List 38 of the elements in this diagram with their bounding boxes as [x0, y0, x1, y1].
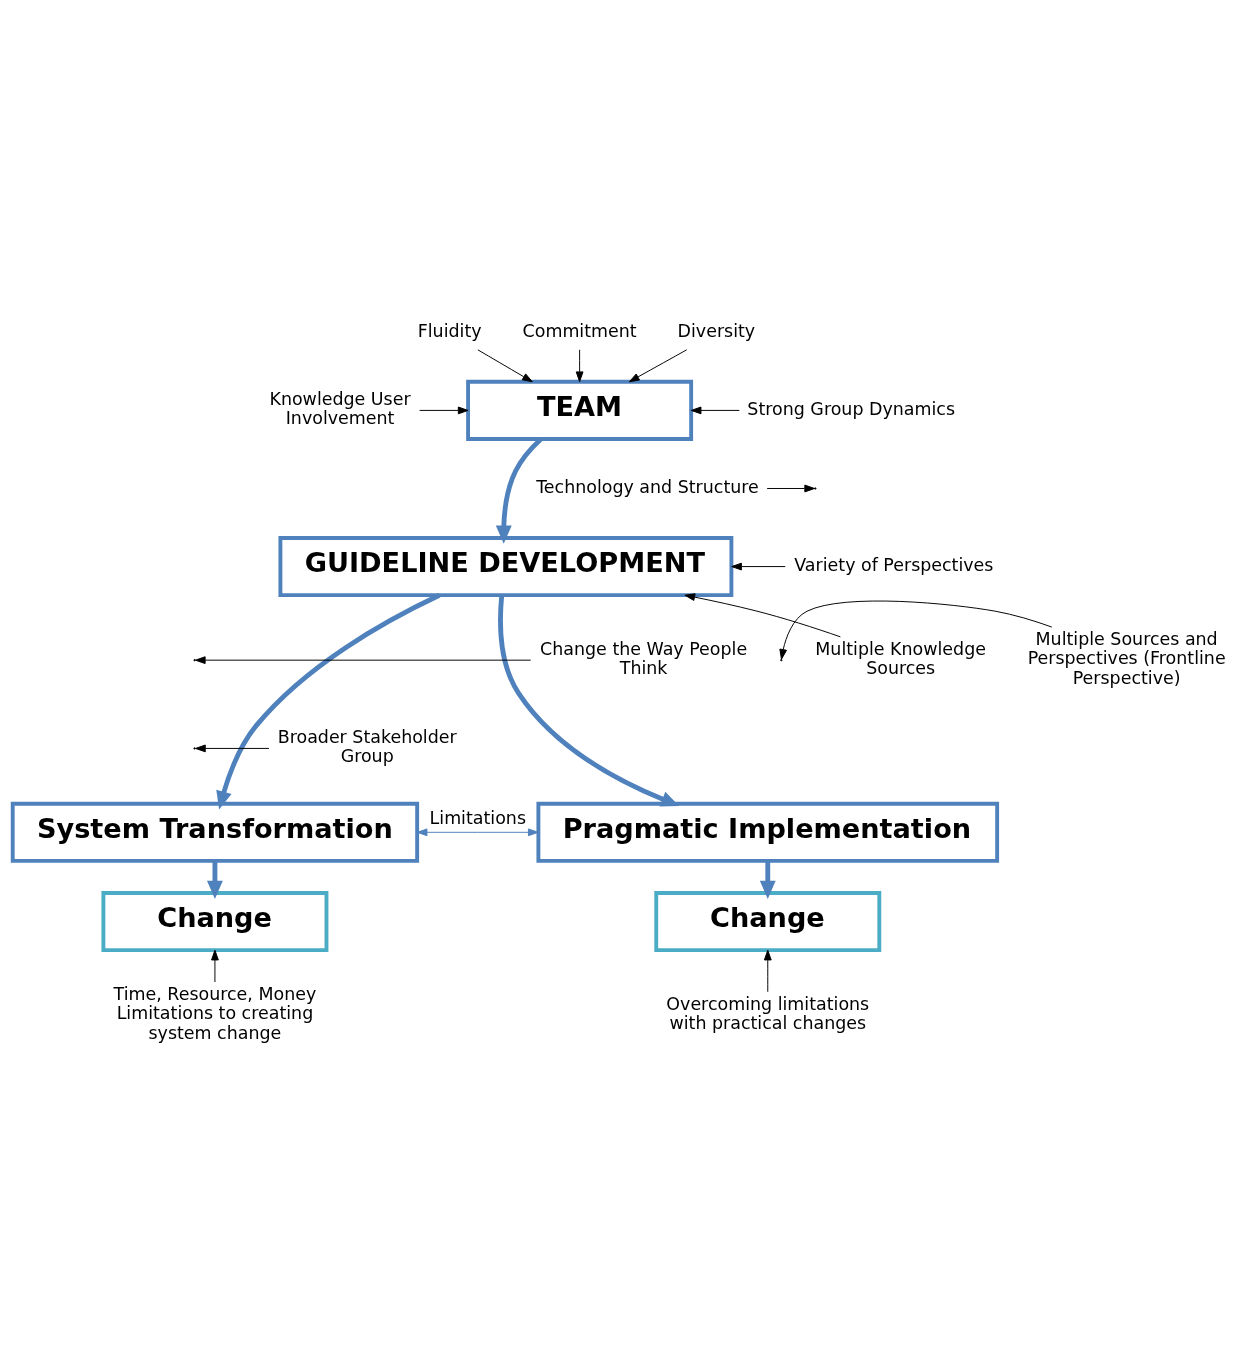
- node-box: System Transformation: [10, 801, 420, 863]
- edge-label: Limitations: [429, 807, 526, 828]
- arrow: [766, 484, 816, 493]
- node-text: Variety of Perspectives: [794, 554, 994, 575]
- arrow: [628, 349, 688, 383]
- node-box: TEAM: [466, 379, 694, 441]
- node-text: Fluidity: [417, 320, 482, 341]
- node-text: Multiple Sources and Perspectives (Frontline Perspective): [1027, 629, 1226, 688]
- arrow: [216, 593, 441, 810]
- node-box: Pragmatic Implementation: [536, 801, 1000, 863]
- arrow: [731, 562, 786, 571]
- arrow: [195, 744, 270, 753]
- arrow: [684, 593, 841, 638]
- node-box: Change: [654, 891, 882, 953]
- node-text: Diversity: [677, 320, 756, 341]
- arrow: [477, 349, 533, 383]
- arrow: [779, 600, 1053, 660]
- node-text: Technology and Structure: [536, 476, 759, 497]
- node-text: Strong Group Dynamics: [747, 398, 955, 419]
- arrow: [575, 349, 584, 383]
- node-box: GUIDELINE DEVELOPMENT: [278, 536, 734, 598]
- node-text: Knowledge User Involvement: [269, 388, 411, 429]
- node-box: Change: [101, 891, 329, 953]
- arrow: [211, 949, 219, 983]
- node-text: Multiple Knowledge Sources: [815, 638, 986, 679]
- node-text: Commitment: [522, 320, 637, 341]
- arrow: [416, 828, 539, 837]
- node-text: Change the Way People Think: [540, 638, 748, 679]
- arrow: [763, 949, 772, 993]
- node-text: Broader Stakeholder Group: [277, 726, 457, 767]
- arrow: [498, 595, 680, 807]
- arrow: [207, 861, 223, 899]
- arrow: [419, 406, 469, 415]
- arrow: [690, 406, 740, 415]
- arrow: [759, 861, 776, 899]
- node-text: Overcoming limitations with practical changes: [666, 993, 870, 1034]
- node-text: Time, Resource, Money Limitations to creating system change: [113, 984, 317, 1043]
- arrow: [495, 437, 543, 544]
